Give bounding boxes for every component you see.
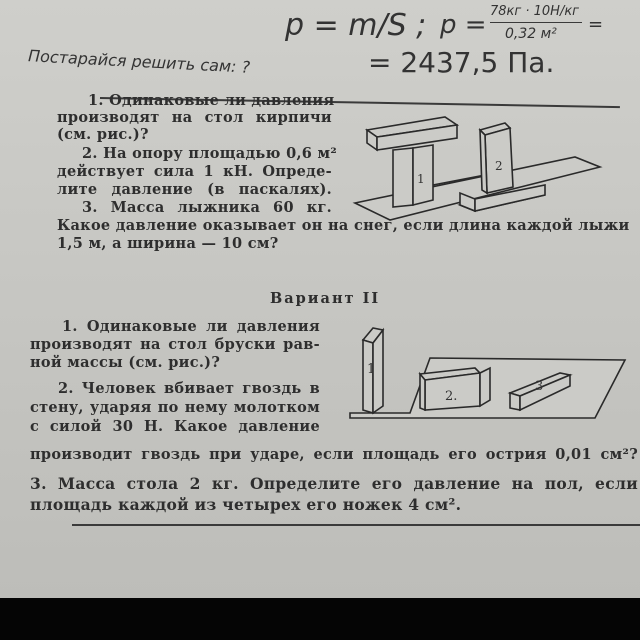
v2-line: стену, ударяя по нему молотком xyxy=(30,399,320,416)
divider-bottom xyxy=(72,524,640,526)
v1-line: 1,5 м, а ширина — 10 см? xyxy=(57,235,279,252)
v2-line: 1. Одинаковые ли давления xyxy=(62,318,320,335)
variant-2-title: Вариант II xyxy=(270,290,381,307)
v2-line: с силой 30 Н. Какое давление xyxy=(30,418,320,435)
v2-line: 3. Масса стола 2 кг. Определите его давл… xyxy=(30,474,638,493)
v1-line: 1. Одинаковые ли давления xyxy=(88,92,335,109)
bricks-figure-1: 1 2 xyxy=(352,116,603,221)
v2-line: производит гвоздь при ударе, если площад… xyxy=(30,446,638,463)
v1-line: (см. рис.)? xyxy=(57,126,149,143)
handwritten-equals: = xyxy=(588,14,604,35)
v2-line: 2. Человек вбивает гвоздь в xyxy=(58,380,320,397)
figure2-label-1: 1 xyxy=(367,362,375,377)
v1-line: 2. На опору площадью 0,6 м² xyxy=(82,145,338,162)
v2-line: площадь каждой из четырех его ножек 4 см… xyxy=(30,495,462,514)
figure1-label-1: 1 xyxy=(417,172,425,186)
figure1-label-2: 2 xyxy=(495,159,503,173)
v1-line: лите давление (в паскалях). xyxy=(57,181,332,198)
fraction-bar xyxy=(490,22,582,23)
handwritten-result: = 2437,5 Па. xyxy=(368,46,555,79)
v1-line: Какое давление оказывает он на снег, есл… xyxy=(57,217,630,234)
handwritten-numerator: 78кг · 10Н/кг xyxy=(490,4,580,19)
textbook-page xyxy=(0,0,640,598)
v1-line: 3. Масса лыжника 60 кг. xyxy=(82,199,332,216)
v2-line: ной массы (см. рис.)? xyxy=(30,354,221,371)
handwritten-denominator: 0,32 м² xyxy=(505,26,557,42)
handwritten-formula-1: p = m/S ; xyxy=(285,8,427,43)
v2-line: производят на стол бруски рав- xyxy=(30,336,320,353)
figure2-label-2: 2. xyxy=(445,389,457,404)
v1-line: производят на стол кирпичи xyxy=(57,109,332,126)
handwritten-formula-2-label: p = xyxy=(440,10,487,40)
figure2-label-3: 3 xyxy=(535,379,543,394)
bars-figure-2: 1 2. 3 xyxy=(349,327,627,419)
black-bottom-bar xyxy=(0,598,640,640)
v1-line: действует сила 1 кН. Опреде- xyxy=(57,163,332,180)
